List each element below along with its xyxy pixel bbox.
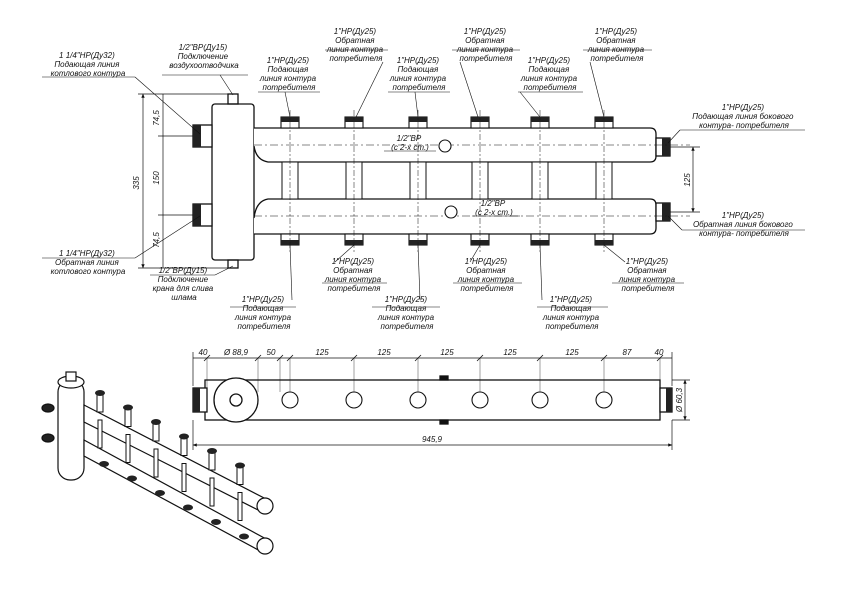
iso-riser bbox=[237, 492, 243, 521]
label-top-supply-3: 1"НР(Ду25) Подающая линия контура потреб… bbox=[520, 56, 580, 92]
dim-pipe-diameter: Ø 60,3 bbox=[675, 387, 684, 413]
iso-top-post bbox=[152, 422, 160, 442]
dim-chain-1: Ø 88,9 bbox=[223, 348, 249, 357]
iso-post-cap bbox=[123, 404, 133, 411]
label-port-top: 1/2"ВР (с 2-х ст.) bbox=[391, 134, 429, 152]
dim-left-lower: 74,5 bbox=[152, 232, 161, 248]
chain-ticks bbox=[203, 354, 664, 392]
label-drain: 1/2"ВР(Ду15) Подключение крана для слива… bbox=[153, 266, 216, 302]
dim-left-middle: 150 bbox=[152, 171, 161, 185]
label-bottom-return-3: 1"НР(Ду25) Обратная линия контура потреб… bbox=[618, 257, 678, 293]
label-bottom-supply-3: 1"НР(Ду25) Подающая линия контура потреб… bbox=[542, 295, 602, 331]
dim-chain-8: 87 bbox=[623, 348, 632, 357]
label-bottom-return-2: 1"НР(Ду25) Обратная линия контура потреб… bbox=[457, 257, 517, 293]
drain-nozzle bbox=[227, 259, 239, 269]
iso-separator bbox=[57, 379, 85, 481]
iso-bottom-cap bbox=[155, 490, 165, 496]
label-side-return: 1"НР(Ду25) Обратная линия бокового конту… bbox=[693, 211, 795, 238]
label-port-bottom: 1/2"ВР (с 2-х ст.) bbox=[475, 199, 513, 217]
dim-chain-0: 40 bbox=[199, 348, 208, 357]
air-vent-nozzle bbox=[227, 93, 239, 105]
label-top-return-2: 1"НР(Ду25) Обратная линия контура потреб… bbox=[456, 27, 516, 63]
label-air-vent: 1/2"ВР(Ду15) Подключение воздухоотводчик… bbox=[169, 43, 239, 70]
iso-top-post bbox=[208, 451, 216, 471]
iso-top-post bbox=[236, 466, 244, 485]
consumer-nozzles bbox=[280, 110, 614, 252]
iso-top-post bbox=[96, 393, 104, 413]
label-bottom-return-1: 1"НР(Ду25) Обратная линия контура потреб… bbox=[324, 257, 384, 293]
dim-left-height: 335 bbox=[132, 176, 141, 190]
iso-post-cap bbox=[235, 462, 245, 469]
label-inlet-supply: 1 1/4"НР(Ду32) Подающая линия котлового … bbox=[51, 51, 126, 78]
isometric-view bbox=[41, 371, 274, 555]
port-top-circle bbox=[438, 139, 452, 153]
iso-bottom-cap bbox=[127, 475, 137, 482]
front-port bbox=[595, 391, 613, 409]
label-bottom-supply-2: 1"НР(Ду25) Подающая линия контура потреб… bbox=[377, 295, 437, 331]
iso-post-cap bbox=[95, 390, 105, 396]
front-collector bbox=[204, 379, 661, 421]
iso-post-cap bbox=[179, 433, 189, 440]
dim-chain-4: 125 bbox=[377, 348, 391, 357]
iso-post-cap bbox=[151, 419, 161, 425]
dim-left-upper: 74,5 bbox=[152, 110, 161, 126]
iso-nozzles bbox=[95, 390, 249, 540]
iso-top-post bbox=[180, 437, 188, 456]
iso-bottom-cap bbox=[239, 533, 249, 540]
label-top-supply-1: 1"НР(Ду25) Подающая линия контура потреб… bbox=[259, 56, 319, 92]
dim-chain-3: 125 bbox=[315, 348, 329, 357]
iso-bottom-cap bbox=[183, 504, 193, 511]
iso-top-post bbox=[124, 408, 132, 427]
label-inlet-return: 1 1/4"НР(Ду32) Обратная линия котлового … bbox=[51, 249, 126, 276]
dim-chain-2: 50 bbox=[267, 348, 276, 357]
iso-riser bbox=[209, 477, 215, 507]
label-bottom-supply-1: 1"НР(Ду25) Подающая линия контура потреб… bbox=[234, 295, 294, 331]
front-port bbox=[531, 391, 549, 409]
front-port bbox=[281, 391, 299, 409]
iso-riser bbox=[153, 448, 159, 478]
dim-chain-7: 125 bbox=[565, 348, 579, 357]
label-top-return-1: 1"НР(Ду25) Обратная линия контура потреб… bbox=[326, 27, 386, 63]
front-port bbox=[471, 391, 489, 409]
dim-right-spacing: 125 bbox=[683, 173, 692, 187]
leader-lines bbox=[42, 49, 805, 308]
label-top-return-3: 1"НР(Ду25) Обратная линия контура потреб… bbox=[587, 27, 647, 63]
separator-body bbox=[211, 103, 255, 261]
front-port bbox=[345, 391, 363, 409]
top-view bbox=[192, 93, 690, 269]
dim-chain-5: 125 bbox=[440, 348, 454, 357]
annotations: 1 1/4"НР(Ду32) Подающая линия котлового … bbox=[51, 27, 795, 444]
iso-riser bbox=[125, 434, 131, 463]
port-bottom-circle bbox=[444, 205, 458, 219]
front-view bbox=[192, 375, 673, 425]
dim-chain-6: 125 bbox=[503, 348, 517, 357]
upper-collector bbox=[253, 127, 657, 163]
iso-riser bbox=[97, 419, 103, 449]
label-side-supply: 1"НР(Ду25) Подающая линия бокового конту… bbox=[692, 103, 795, 130]
iso-riser bbox=[181, 463, 187, 492]
label-top-supply-2: 1"НР(Ду25) Подающая линия контура потреб… bbox=[389, 56, 449, 92]
dim-chain-9: 40 bbox=[655, 348, 664, 357]
dim-overall-length: 945,9 bbox=[422, 435, 443, 444]
dimension-lines bbox=[138, 93, 700, 450]
iso-post-cap bbox=[207, 448, 217, 454]
front-port bbox=[409, 391, 427, 409]
iso-bottom-cap bbox=[211, 519, 221, 525]
iso-bottom-cap bbox=[99, 461, 109, 467]
